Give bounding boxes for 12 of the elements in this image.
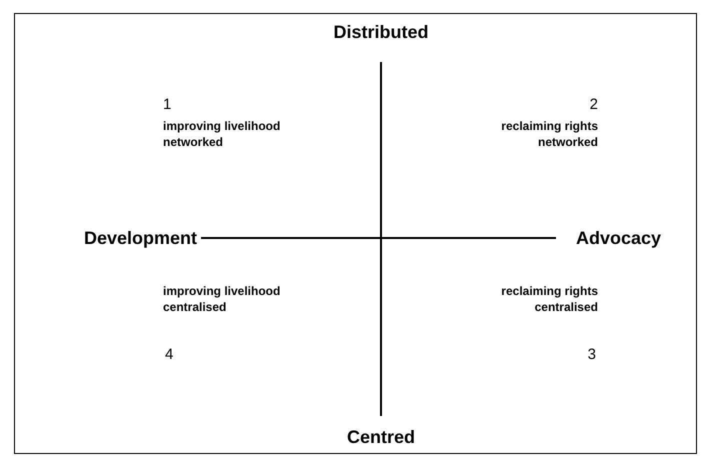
quadrant-label: reclaiming rights networked [500,118,598,150]
quadrant-number: 4 [165,346,174,363]
axis-label: Development [84,228,197,249]
quadrant-label: reclaiming rights centralised [500,283,598,315]
quadrant-label: improving livelihood networked [163,118,282,150]
quadrant-label: improving livelihood centralised [163,283,282,315]
axis-label: Advocacy [576,228,662,249]
quadrant-number: 1 [163,96,172,113]
axis-label: Centred [346,427,415,448]
quadrant-number: 3 [588,346,596,363]
quadrant-number: 2 [590,96,598,113]
axis-label: Distributed [333,22,428,43]
